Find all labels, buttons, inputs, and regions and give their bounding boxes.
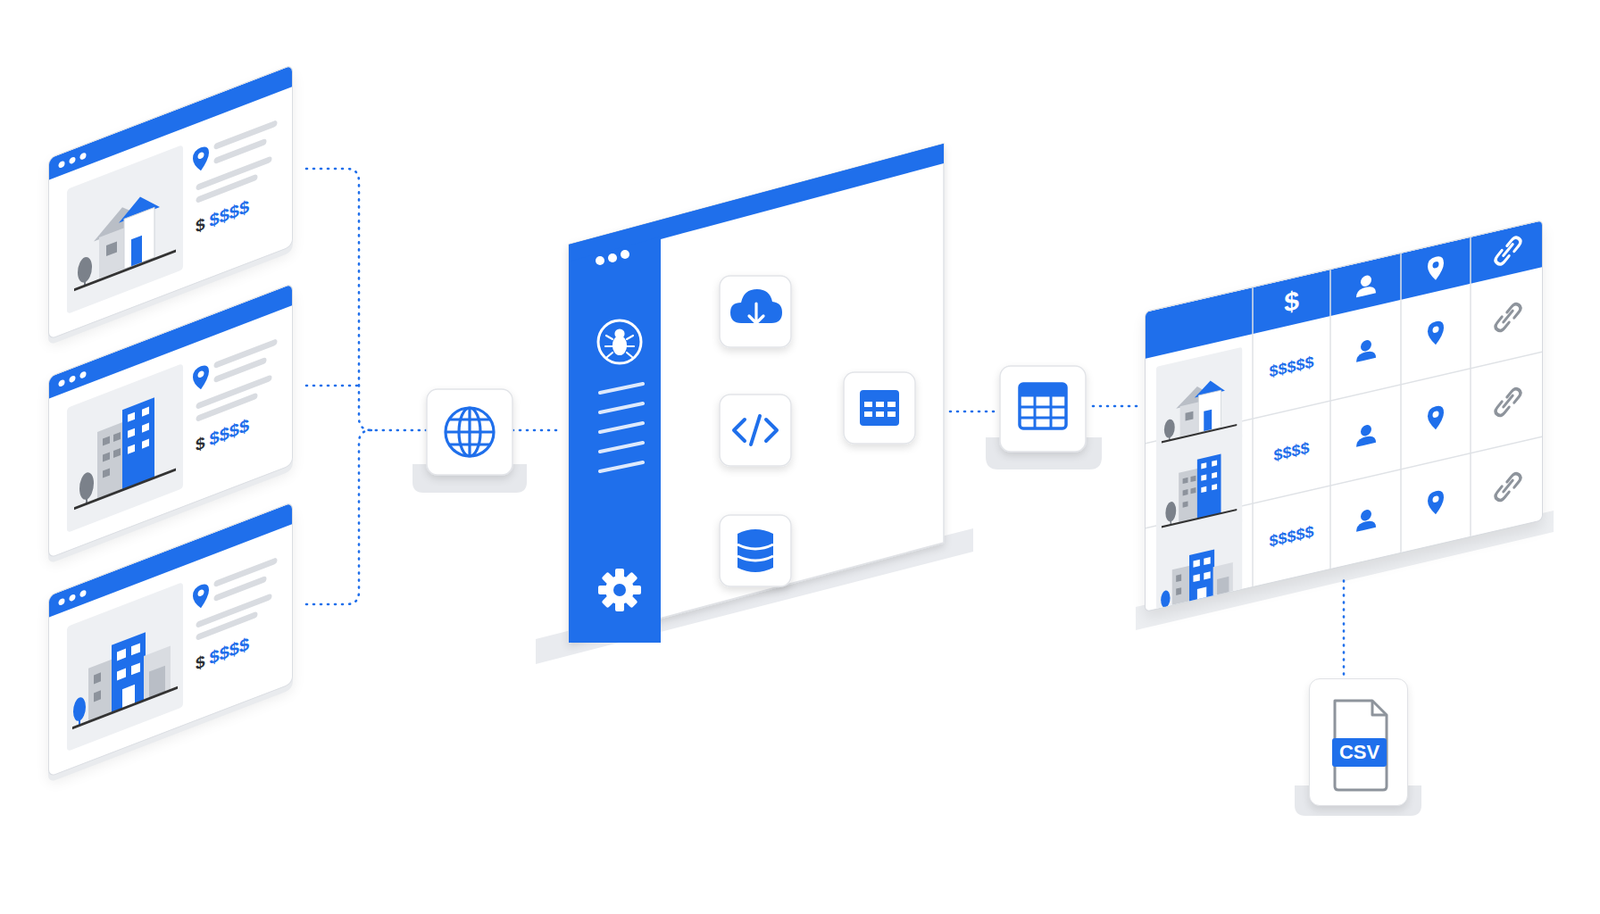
table-cell: $$$$$ xyxy=(1252,316,1331,419)
price-text: $$$$ xyxy=(209,196,250,233)
data-table: $$$$$$$$$$$$$$$ xyxy=(1144,219,1543,613)
header-cell: $ xyxy=(1252,269,1331,334)
table-icon xyxy=(985,366,1102,470)
csv-tag: CSV xyxy=(1332,738,1387,767)
currency-sign: $ xyxy=(195,433,206,457)
price-text: $$$$ xyxy=(209,633,250,670)
price-cell: $$$$$ xyxy=(1268,352,1314,383)
price-row: $$$$$ xyxy=(195,415,250,457)
calendar-icon xyxy=(843,372,916,444)
scraper-panel xyxy=(535,143,974,665)
dotted-connector xyxy=(1342,581,1346,675)
price-row: $$$$$ xyxy=(195,196,250,238)
price-cell: $$$$$ xyxy=(1268,522,1314,552)
price-row: $$$$$ xyxy=(195,633,250,675)
code-icon xyxy=(719,394,792,467)
globe-box xyxy=(412,389,527,493)
price-text: $$$$ xyxy=(209,415,250,451)
header-text: $ xyxy=(1283,284,1300,319)
csv-file-box: CSV xyxy=(1308,678,1409,807)
cloud-download-icon xyxy=(719,275,792,348)
currency-sign: $ xyxy=(195,214,206,238)
file-type-label: CSV xyxy=(1339,741,1380,765)
currency-sign: $ xyxy=(195,651,206,675)
price-cell: $$$$ xyxy=(1273,438,1309,466)
database-icon xyxy=(719,515,792,587)
table-cell: $$$$ xyxy=(1252,400,1331,504)
table-grid xyxy=(1145,220,1543,613)
